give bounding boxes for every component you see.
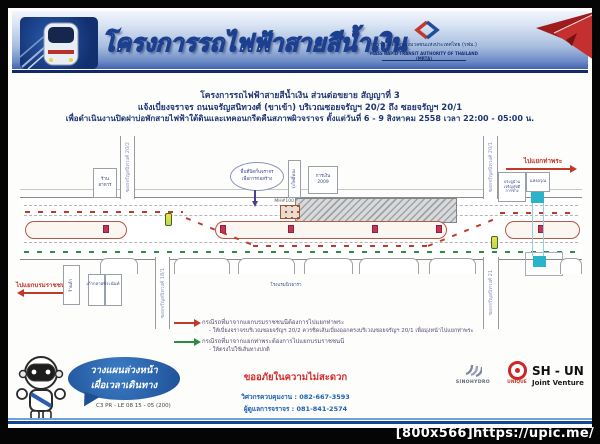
joint-venture-name: SH - UN xyxy=(532,364,584,378)
soi-21-road: ซอยจรัญสนิทวงศ์ 21 xyxy=(483,257,499,329)
mascot-speech-bubble: วางแผนล่วงหน้า เผื่อเวลาเดินทาง xyxy=(68,357,180,400)
callout-line: พื้นที่ปิดกั้นจราจร xyxy=(240,170,274,176)
building-label: ประตูม้วน xyxy=(503,178,521,184)
diversion-contraflow xyxy=(253,245,430,247)
legend-item2-detail: - ให้ตรงไปใช้เส้นทางปกติ xyxy=(209,347,270,353)
building-label: ร้าน xyxy=(100,177,110,183)
traffic-light-icon xyxy=(165,213,172,226)
median-post-marker xyxy=(288,225,294,233)
soi-20-2-road: ซอยจรัญสนิทวงศ์ 20/2 xyxy=(120,136,135,199)
building-outline xyxy=(105,274,122,306)
sinohydro-logo-icon xyxy=(465,364,482,377)
announcement-line2: แจ้งเบี่ยงจราจร ถนนจรัญสนิทวงศ์ (ขาเข้า)… xyxy=(137,103,463,113)
soi-20-2-label: ซอยจรัญสนิทวงศ์ 20/2 xyxy=(124,142,131,193)
traffic-light-icon xyxy=(491,236,498,249)
diversion-path-red xyxy=(500,212,576,214)
contact-engineer: วิศวกรควบคุมงาน : 082-667-3593 xyxy=(241,393,350,401)
agency-name-th: การรถไฟฟ้าขนส่งมวลชนแห่งประเทศไทย (รฟม.) xyxy=(371,42,477,48)
train-photo xyxy=(20,17,98,69)
median-post-marker xyxy=(436,225,442,233)
document-code: C3 PR - LE 08 15 - 05 (200) xyxy=(96,403,171,409)
normal-route-green xyxy=(24,251,578,253)
building-pothong: รุ่งโพธิ์ทอง xyxy=(288,160,301,198)
median-strip xyxy=(25,221,127,239)
building-kao-label: เก้ากลาสพีระนันท์ xyxy=(86,282,120,287)
direction-thaphra-label: ไปแยกท่าพระ xyxy=(523,157,563,165)
callout-arrow xyxy=(251,190,258,207)
legend-item1-title: กรณีรถที่มาจากแยกบรมราชชนนีต้องการไปแยกท… xyxy=(202,319,345,326)
direction-thaphra-arrow xyxy=(506,164,577,173)
mrta-logo-icon xyxy=(414,20,440,40)
agency-underline xyxy=(382,60,466,61)
manhole-label: MH#100 xyxy=(274,199,294,204)
footbridge-deck xyxy=(531,192,544,203)
legend-red-arrow xyxy=(174,319,201,326)
building-outline xyxy=(359,258,419,274)
median-strip xyxy=(215,221,447,239)
closure-callout: พื้นที่ปิดกั้นจราจร เพื่อการก่อสร้าง xyxy=(230,162,284,191)
building-label: อาหาร xyxy=(98,183,112,188)
direction-borom-arrow xyxy=(17,288,68,297)
building-outline xyxy=(88,274,105,306)
mascot-robot xyxy=(16,356,66,420)
building-outline xyxy=(560,258,582,274)
footer-rule-dark xyxy=(8,421,592,424)
train-icon xyxy=(20,22,79,69)
project-title: โครงการรถไฟฟ้าสายสีน้ำเงิน xyxy=(101,28,407,57)
apology-text: ขออภัยในความไม่สะดวก xyxy=(243,372,348,383)
soi-18-1-label: ซอยจรัญสนิทวงศ์ 18/1 xyxy=(159,267,166,319)
poster-page: โครงการรถไฟฟ้าสายสีน้ำเงิน การรถไฟฟ้าขนส… xyxy=(8,8,592,428)
red-ribbon-icon xyxy=(536,12,592,59)
soi-18-1-road: ซอยจรัญสนิทวงศ์ 18/1 xyxy=(155,257,170,329)
footbridge-line xyxy=(532,203,533,256)
agency-name-en: MASS RAPID TRANSIT AUTHORITY OF THAILAND… xyxy=(370,51,478,61)
bubble-line: เผื่อเวลาเดินทาง xyxy=(90,379,158,391)
building-sang: แสงอรุณ xyxy=(526,172,550,192)
building-shop: ร้านค้า xyxy=(63,265,80,305)
closed-work-zone xyxy=(295,198,457,223)
callout-line: เพื่อการก่อสร้าง xyxy=(241,176,273,182)
building-door-shop: ประตูม้วน เจริญสุขดี การช่าง xyxy=(498,172,526,202)
header-banner: โครงการรถไฟฟ้าสายสีน้ำเงิน การรถไฟฟ้าขนส… xyxy=(12,11,592,73)
building-outline xyxy=(238,258,295,274)
building-label: การช่าง xyxy=(505,188,519,194)
building-hotel-label: โรงแรมนิวธารา xyxy=(270,283,302,288)
sinohydro-logo-text: SINOHYDRO xyxy=(455,380,491,385)
building-2009: การเงิน 2009 xyxy=(308,166,338,194)
direction-borom-label: ไปแยกบรมราชชนนี xyxy=(16,282,70,289)
announcement-line3: เพื่อดำเนินงานปิดฝาบ่อพักสายไฟฟ้าใต้ดินแ… xyxy=(65,114,535,123)
sidewalk-line-top xyxy=(20,189,582,190)
building-label: แสงอรุณ xyxy=(529,179,547,185)
building-outline xyxy=(100,258,138,274)
building-label: การเงิน xyxy=(315,174,331,180)
joint-venture-sub: Joint Venture xyxy=(532,379,584,387)
building-label: รุ่งโพธิ์ทอง xyxy=(291,169,297,189)
announcement-line1: โครงการรถไฟฟ้าสายสีน้ำเงิน ส่วนต่อขยาย ส… xyxy=(200,91,400,101)
soi-20-1-road: ซอยจรัญสนิทวงศ์ 20/1 xyxy=(483,136,498,199)
footbridge-deck xyxy=(533,256,546,267)
hosting-watermark: [800x566]https://upic.me/ xyxy=(395,426,594,441)
legend-green-arrow xyxy=(174,338,201,345)
building-outline xyxy=(304,258,353,274)
manhole-marker xyxy=(280,205,300,219)
unique-logo-text: UNIQUE xyxy=(507,380,527,385)
building-restaurant: ร้าน อาหาร xyxy=(93,168,117,198)
footbridge-line xyxy=(543,203,544,256)
building-outline xyxy=(174,258,230,274)
diversion-path-red xyxy=(25,211,183,213)
lane-divider xyxy=(24,242,578,243)
unique-logo-icon xyxy=(508,361,527,380)
legend-item2-title: กรณีรถที่มาจากแยกท่าพระต้องการไปแยกบรมรา… xyxy=(202,338,345,345)
legend-item1-detail: - ให้เบี่ยงจราจรบริเวณซอยจรัญฯ 20/2 ควรช… xyxy=(209,328,474,334)
footer-rule-light xyxy=(8,418,592,420)
soi-20-1-label: ซอยจรัญสนิทวงศ์ 20/1 xyxy=(487,142,494,193)
building-outline xyxy=(429,258,476,274)
median-post-marker xyxy=(103,225,109,233)
contact-traffic: ผู้ดูแลการจราจร : 081-841-2574 xyxy=(243,405,348,413)
soi-21-label: ซอยจรัญสนิทวงศ์ 21 xyxy=(488,270,494,316)
building-label: 2009 xyxy=(317,180,329,185)
median-post-marker xyxy=(372,225,378,233)
bubble-line: วางแผนล่วงหน้า xyxy=(90,365,158,377)
building-label: เจริญสุขดี xyxy=(503,183,521,189)
